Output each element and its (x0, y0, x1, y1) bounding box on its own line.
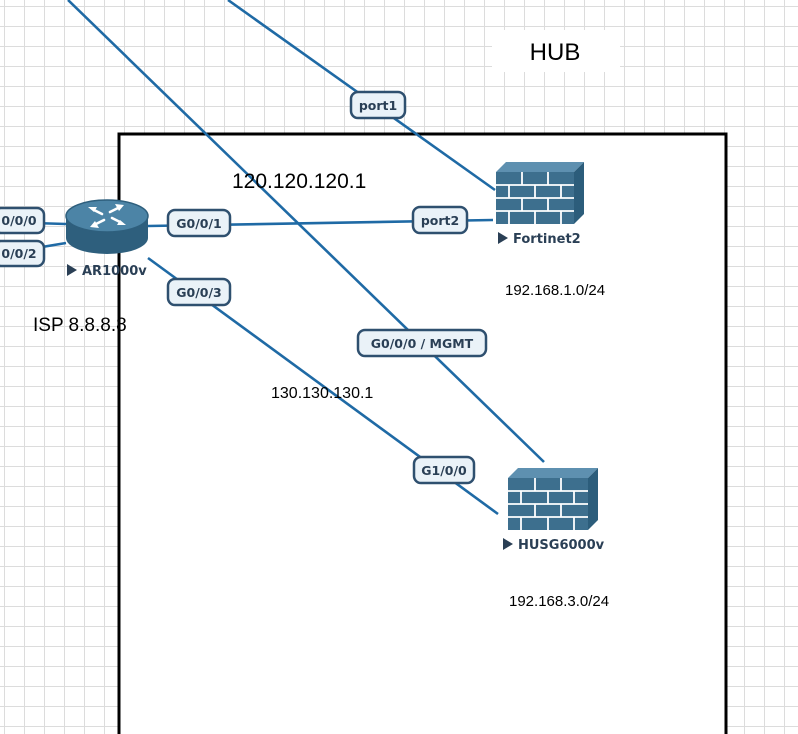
port-label-fortinet-port1[interactable]: port1 (349, 90, 407, 120)
firewall-icon (496, 162, 584, 224)
router-ar1000v[interactable]: AR1000v (65, 199, 149, 279)
link-internet-husg-mgmt[interactable] (67, 0, 545, 463)
hub-title-background (492, 30, 620, 72)
port-label-router-0-0-0[interactable]: 0/0/0 (0, 206, 46, 235)
router-label: AR1000v (82, 264, 147, 279)
port-label-fortinet-port2[interactable]: port2 (411, 205, 469, 235)
port-label-husg-mgmt[interactable]: G0/0/0 / MGMT (356, 328, 488, 358)
firewall-icon (508, 468, 598, 530)
firewall-husg6000v[interactable]: HUSG6000v (503, 468, 605, 553)
router-play-icon (67, 264, 77, 276)
port-label-router-g0-0-1[interactable]: G0/0/1 (166, 208, 232, 238)
svg-text:0/0/2: 0/0/2 (1, 246, 36, 261)
svg-text:G0/0/1: G0/0/1 (176, 216, 221, 231)
isp-label: ISP 8.8.8.8 (33, 315, 127, 336)
subnet-label-fortinet: 192.168.1.0/24 (505, 282, 605, 299)
firewall-fortinet2[interactable]: Fortinet2 (496, 162, 584, 247)
router-icon (65, 199, 149, 254)
port-label-husg-g1-0-0[interactable]: G1/0/0 (412, 455, 476, 485)
port-label-router-g0-0-3[interactable]: G0/0/3 (166, 277, 232, 307)
svg-text:G0/0/0 / MGMT: G0/0/0 / MGMT (371, 336, 474, 351)
svg-text:0/0/0: 0/0/0 (1, 213, 37, 228)
svg-text:G1/0/0: G1/0/0 (421, 463, 467, 478)
subnet-label-husg: 192.168.3.0/24 (509, 593, 609, 610)
wan-ip-label-2: 130.130.130.1 (271, 385, 373, 402)
fortinet-play-icon (498, 232, 508, 244)
wan-ip-label-1: 120.120.120.1 (232, 170, 366, 193)
port-label-router-0-0-2[interactable]: 0/0/2 (0, 239, 46, 268)
svg-text:port1: port1 (359, 98, 397, 113)
svg-text:G0/0/3: G0/0/3 (176, 285, 221, 300)
hub-title: HUB (530, 39, 581, 66)
husg-play-icon (503, 538, 513, 550)
svg-text:port2: port2 (421, 213, 459, 228)
fortinet-label: Fortinet2 (513, 232, 581, 247)
husg-label: HUSG6000v (518, 538, 605, 553)
